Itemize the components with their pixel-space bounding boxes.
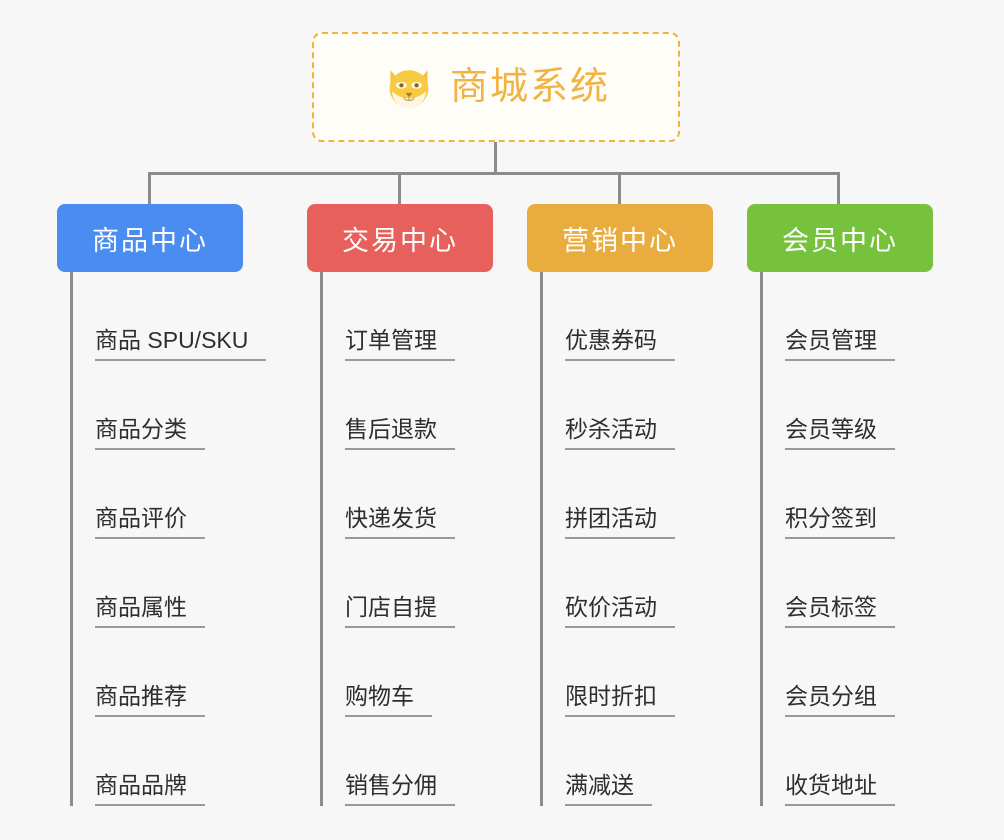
leaf-item[interactable]: 购物车 bbox=[307, 628, 493, 717]
leaf-item[interactable]: 会员标签 bbox=[747, 539, 933, 628]
leaf-stem bbox=[540, 272, 543, 806]
leaf-item-label: 商品分类 bbox=[95, 416, 205, 450]
leaf-item[interactable]: 售后退款 bbox=[307, 361, 493, 450]
leaf-item-label: 商品 SPU/SKU bbox=[95, 327, 267, 361]
leaf-item-label: 会员等级 bbox=[785, 416, 895, 450]
leaf-item-label: 商品评价 bbox=[95, 505, 205, 539]
leaf-item-label: 购物车 bbox=[345, 683, 432, 717]
leaf-item[interactable]: 商品推荐 bbox=[57, 628, 266, 717]
root-title: 商城系统 bbox=[449, 66, 610, 108]
leaf-item[interactable]: 销售分佣 bbox=[307, 717, 493, 806]
leaf-item-label: 会员分组 bbox=[785, 683, 895, 717]
leaf-list-trade-center: 订单管理 售后退款 快递发货 门店自提 购物车 销售分佣 bbox=[307, 272, 493, 806]
leaf-item-label: 售后退款 bbox=[345, 416, 455, 450]
leaf-item[interactable]: 门店自提 bbox=[307, 539, 493, 628]
leaf-item-label: 积分签到 bbox=[785, 505, 895, 539]
leaf-item-label: 满减送 bbox=[565, 772, 652, 806]
leaf-item-label: 秒杀活动 bbox=[565, 416, 675, 450]
leaf-item-label: 商品品牌 bbox=[95, 772, 205, 806]
leaf-item-label: 拼团活动 bbox=[565, 505, 675, 539]
leaf-item[interactable]: 快递发货 bbox=[307, 450, 493, 539]
leaf-stem bbox=[760, 272, 763, 806]
connector-root-drop bbox=[494, 142, 497, 174]
leaf-item-label: 会员管理 bbox=[785, 327, 895, 361]
leaf-item[interactable]: 积分签到 bbox=[747, 450, 933, 539]
leaf-item[interactable]: 收货地址 bbox=[747, 717, 933, 806]
category-header-label: 商品中心 bbox=[92, 225, 208, 256]
category-header-product-center[interactable]: 商品中心 bbox=[57, 204, 243, 272]
connector-drop-member-center bbox=[837, 172, 840, 206]
leaf-item[interactable]: 拼团活动 bbox=[527, 450, 713, 539]
leaf-item-label: 商品属性 bbox=[95, 594, 205, 628]
leaf-stem bbox=[70, 272, 73, 806]
leaf-item-label: 限时折扣 bbox=[565, 683, 675, 717]
category-header-label: 交易中心 bbox=[342, 225, 458, 256]
category-header-member-center[interactable]: 会员中心 bbox=[747, 204, 933, 272]
leaf-item-label: 收货地址 bbox=[785, 772, 895, 806]
leaf-item[interactable]: 会员等级 bbox=[747, 361, 933, 450]
category-header-label: 会员中心 bbox=[782, 225, 898, 256]
leaf-item[interactable]: 商品 SPU/SKU bbox=[57, 272, 267, 361]
leaf-item[interactable]: 砍价活动 bbox=[527, 539, 713, 628]
leaf-item[interactable]: 限时折扣 bbox=[527, 628, 713, 717]
leaf-item-label: 快递发货 bbox=[345, 505, 455, 539]
category-header-label: 营销中心 bbox=[562, 225, 678, 256]
connector-drop-trade-center bbox=[398, 172, 401, 206]
category-header-trade-center[interactable]: 交易中心 bbox=[307, 204, 493, 272]
leaf-item[interactable]: 会员分组 bbox=[747, 628, 933, 717]
leaf-item-label: 订单管理 bbox=[345, 327, 455, 361]
leaf-item-label: 砍价活动 bbox=[565, 594, 675, 628]
root-node[interactable]: 商城系统 bbox=[312, 32, 680, 142]
leaf-item[interactable]: 商品分类 bbox=[57, 361, 266, 450]
category-column-trade-center: 交易中心 订单管理 售后退款 快递发货 门店自提 购物车 销售分佣 bbox=[307, 204, 493, 806]
leaf-item-label: 优惠券码 bbox=[565, 327, 675, 361]
leaf-item-label: 商品推荐 bbox=[95, 683, 205, 717]
leaf-list-member-center: 会员管理 会员等级 积分签到 会员标签 会员分组 收货地址 bbox=[747, 272, 933, 806]
connector-drop-product-center bbox=[148, 172, 151, 206]
leaf-item[interactable]: 优惠券码 bbox=[527, 272, 713, 361]
category-header-marketing-center[interactable]: 营销中心 bbox=[527, 204, 713, 272]
leaf-item[interactable]: 满减送 bbox=[527, 717, 713, 806]
category-column-member-center: 会员中心 会员管理 会员等级 积分签到 会员标签 会员分组 收货地址 bbox=[747, 204, 933, 806]
connector-drop-marketing-center bbox=[618, 172, 621, 206]
leaf-item-label: 销售分佣 bbox=[345, 772, 455, 806]
leaf-item[interactable]: 商品品牌 bbox=[57, 717, 266, 806]
leaf-item[interactable]: 商品属性 bbox=[57, 539, 266, 628]
leaf-stem bbox=[320, 272, 323, 806]
category-column-product-center: 商品中心 商品 SPU/SKU 商品分类 商品评价 商品属性 商品推荐 商品品牌 bbox=[57, 204, 267, 806]
category-column-marketing-center: 营销中心 优惠券码 秒杀活动 拼团活动 砍价活动 限时折扣 满减送 bbox=[527, 204, 713, 806]
leaf-list-marketing-center: 优惠券码 秒杀活动 拼团活动 砍价活动 限时折扣 满减送 bbox=[527, 272, 713, 806]
leaf-item-label: 会员标签 bbox=[785, 594, 895, 628]
leaf-item-label: 门店自提 bbox=[345, 594, 455, 628]
leaf-item[interactable]: 会员管理 bbox=[747, 272, 933, 361]
leaf-item[interactable]: 秒杀活动 bbox=[527, 361, 713, 450]
leaf-list-product-center: 商品 SPU/SKU 商品分类 商品评价 商品属性 商品推荐 商品品牌 bbox=[57, 272, 267, 806]
connector-horizontal-bus bbox=[148, 172, 840, 175]
shiba-dog-face-icon bbox=[389, 70, 429, 108]
leaf-item[interactable]: 订单管理 bbox=[307, 272, 493, 361]
leaf-item[interactable]: 商品评价 bbox=[57, 450, 266, 539]
